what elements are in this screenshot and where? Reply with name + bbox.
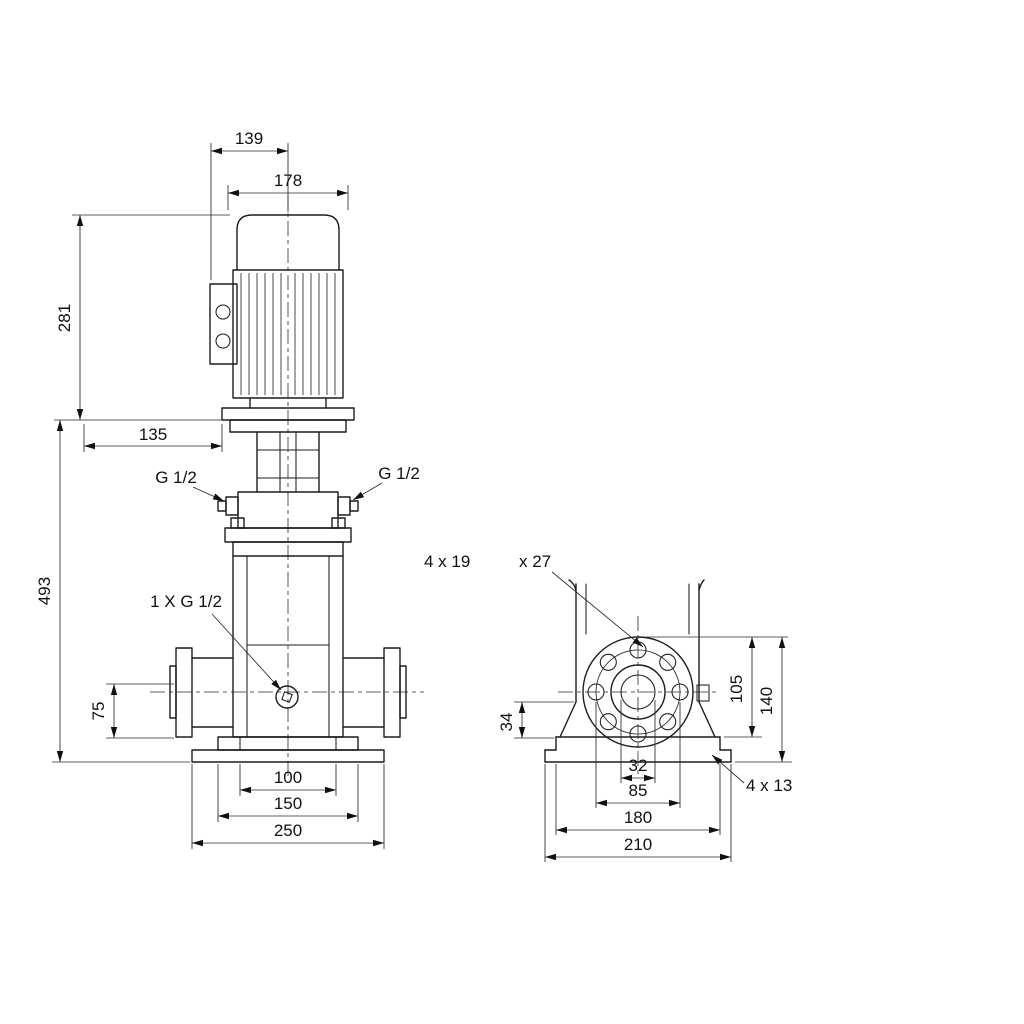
terminal-box bbox=[209, 283, 238, 365]
dim-75: 75 bbox=[89, 683, 174, 739]
bolt-hole bbox=[599, 713, 617, 731]
bolt-hole bbox=[599, 653, 617, 671]
dim-281: 281 bbox=[54, 214, 230, 421]
motor-stool-plate bbox=[229, 419, 347, 433]
dim-180: 180 bbox=[555, 764, 721, 835]
nameplate bbox=[696, 684, 710, 702]
port-flange-face bbox=[582, 636, 694, 748]
coupling-section bbox=[256, 431, 320, 493]
raised-face-circle bbox=[610, 664, 666, 720]
dim-178: 178 bbox=[227, 171, 349, 210]
dim-32: 32 bbox=[620, 700, 656, 783]
drain-plug-hex bbox=[281, 691, 293, 703]
dim-105: 105 bbox=[646, 636, 788, 738]
base-side bbox=[544, 701, 732, 763]
bolt-hole bbox=[659, 653, 677, 671]
bolt-hole bbox=[629, 725, 647, 743]
dim-100: 100 bbox=[239, 764, 337, 796]
suction-port bbox=[169, 647, 234, 738]
dim-139: 139 bbox=[210, 129, 289, 280]
label-base-holes: 4 x 13 bbox=[711, 754, 792, 795]
flange-outer-circle bbox=[582, 636, 694, 748]
dim-150: 150 bbox=[217, 764, 359, 822]
front-view: 139 178 281 493 135 bbox=[35, 129, 424, 849]
discharge-port bbox=[342, 647, 407, 738]
dim-34-text: 34 bbox=[497, 713, 516, 732]
right-plug-label: G 1/2 bbox=[378, 464, 420, 483]
label-drain-plug: 1 X G 1/2 bbox=[150, 592, 282, 691]
discharge-flange-face bbox=[399, 665, 407, 719]
base-front bbox=[191, 736, 385, 763]
dim-135: 135 bbox=[83, 424, 223, 452]
motor bbox=[209, 214, 355, 433]
front-centerlines bbox=[150, 194, 424, 780]
bolt-hole bbox=[671, 683, 689, 701]
dim-105-text: 105 bbox=[727, 675, 746, 703]
dim-100-text: 100 bbox=[274, 768, 302, 787]
bolt-circle bbox=[595, 649, 681, 735]
side-view: 34 105 140 32 85 bbox=[424, 552, 792, 862]
dim-140-text: 140 bbox=[757, 687, 776, 715]
dim-281-text: 281 bbox=[55, 304, 74, 332]
left-plug-boss bbox=[225, 496, 239, 516]
left-plug-label: G 1/2 bbox=[155, 468, 197, 487]
right-plug-hex bbox=[349, 500, 359, 512]
flange-holes-label: 4 x 19 bbox=[424, 552, 470, 571]
dim-85-text: 85 bbox=[629, 781, 648, 800]
dim-250: 250 bbox=[191, 764, 385, 849]
suction-flange-face bbox=[169, 665, 177, 719]
bolt-hole bbox=[587, 683, 605, 701]
right-plug-boss bbox=[337, 496, 351, 516]
cable-entry-hole bbox=[215, 333, 231, 349]
flange-holes-spotface-label: x 27 bbox=[519, 552, 551, 571]
drain-plug bbox=[275, 685, 299, 709]
base-holes-label: 4 x 13 bbox=[746, 776, 792, 795]
left-plug-hex bbox=[217, 500, 227, 512]
dim-85: 85 bbox=[595, 702, 681, 808]
drain-plug-label: 1 X G 1/2 bbox=[150, 592, 222, 611]
side-body bbox=[568, 579, 710, 703]
dim-150-text: 150 bbox=[274, 794, 302, 813]
bolt-hole bbox=[659, 713, 677, 731]
side-centerlines bbox=[558, 616, 718, 774]
label-flange-holes: 4 x 19 x 27 bbox=[424, 552, 644, 648]
dim-139-text: 139 bbox=[235, 129, 263, 148]
label-left-plug: G 1/2 bbox=[155, 468, 225, 502]
dim-178-text: 178 bbox=[274, 171, 302, 190]
dim-32-text: 32 bbox=[629, 756, 648, 775]
dim-135-text: 135 bbox=[139, 425, 167, 444]
label-right-plug: G 1/2 bbox=[352, 464, 420, 501]
dim-140: 140 bbox=[735, 637, 792, 763]
dim-210-text: 210 bbox=[624, 835, 652, 854]
suction-flange bbox=[175, 647, 193, 738]
dim-250-text: 250 bbox=[274, 821, 302, 840]
discharge-flange bbox=[383, 647, 401, 738]
dim-493: 493 bbox=[35, 420, 190, 763]
port-bore-circle bbox=[620, 674, 656, 710]
dim-180-text: 180 bbox=[624, 808, 652, 827]
dim-210: 210 bbox=[544, 764, 732, 862]
dim-75-text: 75 bbox=[89, 702, 108, 721]
cable-entry-hole bbox=[215, 304, 231, 320]
motor-fins bbox=[240, 273, 336, 395]
dim-34: 34 bbox=[497, 701, 574, 739]
dim-493-text: 493 bbox=[35, 577, 54, 605]
